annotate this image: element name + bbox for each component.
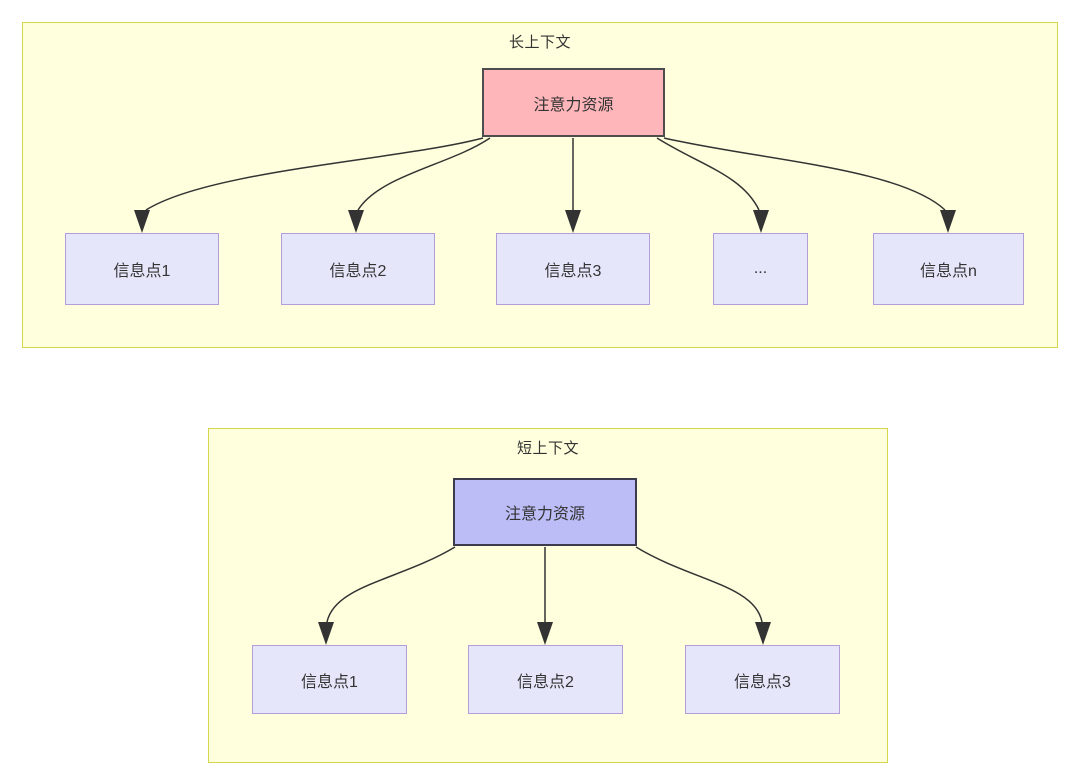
node-label: 信息点1 xyxy=(113,263,171,280)
node-long-info-point-2[interactable]: 信息点2 xyxy=(281,233,435,305)
panel-short-context-title: 短上下文 xyxy=(516,440,579,457)
node-label: 信息点3 xyxy=(544,263,602,280)
node-short-attention-resource[interactable]: 注意力资源 xyxy=(453,478,637,546)
node-long-info-point-3[interactable]: 信息点3 xyxy=(496,233,650,305)
node-label: 信息点2 xyxy=(517,673,574,691)
node-label: 信息点1 xyxy=(301,673,358,691)
node-long-info-point-1[interactable]: 信息点1 xyxy=(65,233,219,305)
node-long-attention-resource[interactable]: 注意力资源 xyxy=(482,68,665,137)
node-long-info-point-ellipsis[interactable]: ... xyxy=(713,233,808,305)
node-short-info-point-2[interactable]: 信息点2 xyxy=(468,645,623,714)
node-label: 信息点n xyxy=(920,263,977,280)
node-long-info-point-n[interactable]: 信息点n xyxy=(873,233,1024,305)
node-label: 信息点2 xyxy=(329,263,387,280)
node-short-info-point-3[interactable]: 信息点3 xyxy=(685,645,840,714)
node-short-info-point-1[interactable]: 信息点1 xyxy=(252,645,407,714)
panel-long-context-title: 长上下文 xyxy=(508,34,571,51)
node-label: ... xyxy=(753,260,768,277)
node-label: 信息点3 xyxy=(734,673,791,691)
node-label: 注意力资源 xyxy=(504,506,585,523)
node-label: 注意力资源 xyxy=(533,96,614,114)
